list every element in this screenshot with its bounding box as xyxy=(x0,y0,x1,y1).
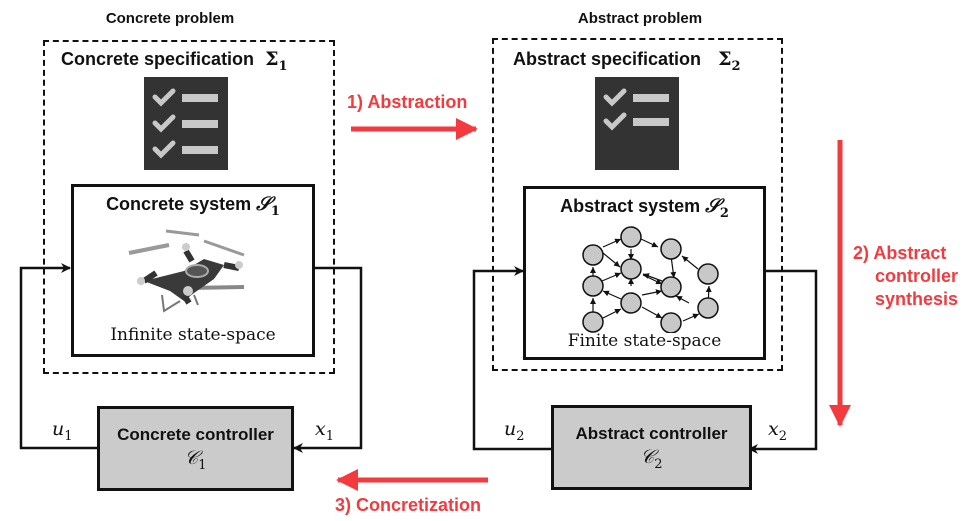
x-variable: x xyxy=(768,418,779,440)
state-node xyxy=(660,312,682,333)
abstract-controller-label: Abstract controller xyxy=(575,424,728,443)
abstract-controller-box: Abstract controller 𝒞2 xyxy=(551,405,752,490)
state-node xyxy=(660,238,682,260)
abstract-problem-title: Abstract problem xyxy=(577,10,703,27)
concrete-problem-region xyxy=(43,40,335,374)
state-node xyxy=(582,275,604,297)
s-symbol: 𝒮 xyxy=(705,195,720,217)
abstract-system-box: Abstract system 𝒮2 xyxy=(523,186,766,360)
concrete-state-wire xyxy=(293,266,363,453)
u-variable: u xyxy=(504,418,517,440)
spec-index: 1 xyxy=(278,58,288,74)
concrete-system-label: Concrete system xyxy=(106,194,252,214)
synthesis-line-2: controller xyxy=(875,266,959,286)
concrete-feedback-loop xyxy=(19,263,363,453)
abstract-spec-symbol: Σ2 xyxy=(718,48,740,74)
concrete-spec-label: Concrete specification Σ1 xyxy=(61,48,288,74)
abstract-input-wire xyxy=(472,266,552,451)
synthesis-line-1: 2) Abstract xyxy=(853,243,947,263)
controller-index: 2 xyxy=(654,456,663,472)
concrete-controller-box: Concrete controller 𝒞1 xyxy=(97,406,294,491)
concrete-problem-title: Concrete problem xyxy=(105,10,235,27)
state-node xyxy=(660,276,682,298)
system-index: 1 xyxy=(270,203,280,219)
concrete-spec-text: Concrete specification xyxy=(61,49,255,69)
sigma-symbol: Σ xyxy=(718,48,732,70)
abstract-controller-symbol: 𝒞2 xyxy=(554,446,749,472)
abstract-system-label: Abstract system xyxy=(560,196,701,216)
concrete-controller-label: Concrete controller xyxy=(117,425,274,444)
state-index: 2 xyxy=(778,428,787,444)
synthesis-step-label: 2) Abstract controller synthesis xyxy=(853,242,958,311)
concrete-system-symbol: 𝒮1 xyxy=(256,193,280,219)
state-node xyxy=(620,226,642,248)
state-index: 1 xyxy=(325,428,334,444)
spec-index: 2 xyxy=(731,58,741,74)
abstract-system-caption: Finite state-space xyxy=(567,331,722,351)
abstract-state-wire xyxy=(748,269,818,454)
synthesis-line-3: synthesis xyxy=(875,289,959,309)
system-index: 2 xyxy=(719,205,729,221)
abstract-spec-text: Abstract specification xyxy=(513,49,702,69)
concrete-controller-symbol: 𝒞1 xyxy=(100,447,291,473)
controller-index: 1 xyxy=(198,457,207,473)
state-node xyxy=(697,263,719,285)
checklist-icon xyxy=(144,77,228,170)
drone-icon xyxy=(128,229,245,313)
c-symbol: 𝒞 xyxy=(184,447,199,469)
abstract-input-variable: u2 xyxy=(504,418,525,444)
abstract-feedback-loop xyxy=(472,266,818,454)
concrete-system-box: Concrete system 𝒮1 Infinite state-space xyxy=(71,184,315,357)
state-node xyxy=(620,292,642,314)
concretization-step-label: 3) Concretization xyxy=(335,495,482,515)
checklist-icon xyxy=(595,77,679,170)
c-symbol: 𝒞 xyxy=(640,446,655,468)
abstract-state-variable: x2 xyxy=(768,418,787,444)
concrete-input-variable: u1 xyxy=(52,418,73,444)
abstraction-step-label: 1) Abstraction xyxy=(347,92,468,112)
abstract-spec-label: Abstract specification Σ2 xyxy=(513,48,741,74)
concrete-spec-symbol: Σ1 xyxy=(265,48,287,74)
abstract-problem-region xyxy=(492,38,783,371)
state-node xyxy=(582,311,604,333)
concrete-state-variable: x1 xyxy=(315,418,334,444)
concrete-system-header: Concrete system 𝒮1 xyxy=(74,193,312,219)
state-node xyxy=(697,297,719,319)
input-index: 1 xyxy=(64,428,73,444)
sigma-symbol: Σ xyxy=(265,48,279,70)
u-variable: u xyxy=(52,418,65,440)
abstract-system-symbol: 𝒮2 xyxy=(705,195,729,221)
concrete-system-caption: Infinite state-space xyxy=(110,325,276,345)
abstract-system-header: Abstract system 𝒮2 xyxy=(526,195,763,221)
state-graph-icon xyxy=(582,226,719,333)
input-index: 2 xyxy=(516,428,525,444)
s-symbol: 𝒮 xyxy=(256,193,271,215)
state-node xyxy=(582,244,604,266)
x-variable: x xyxy=(315,418,326,440)
state-node xyxy=(620,258,642,280)
concrete-input-wire xyxy=(19,263,97,450)
